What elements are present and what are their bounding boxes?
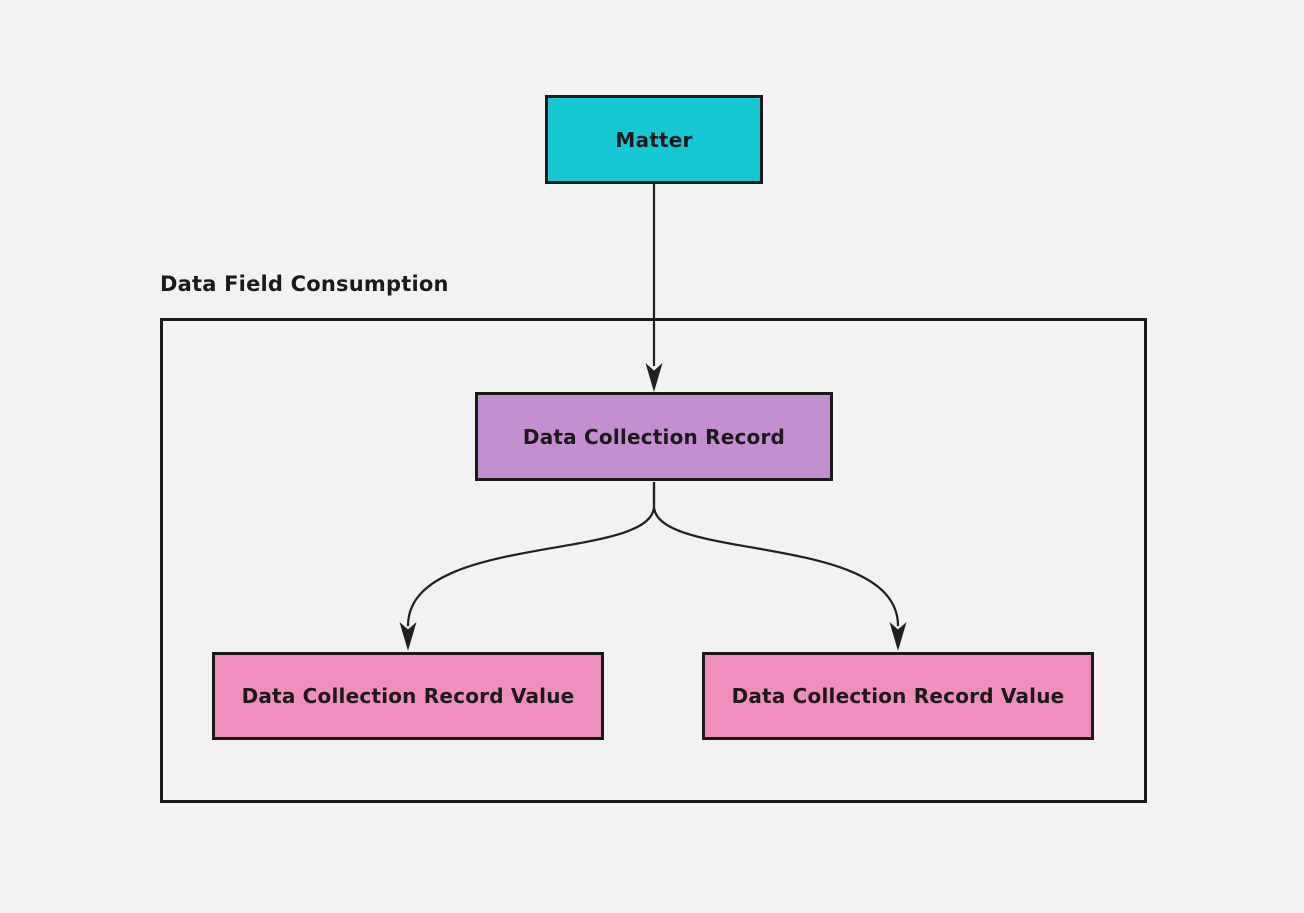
node-matter[interactable]: Matter bbox=[545, 95, 763, 184]
node-data-collection-record-value-left[interactable]: Data Collection Record Value bbox=[212, 652, 604, 740]
node-matter-label: Matter bbox=[615, 127, 693, 152]
node-data-collection-record-label: Data Collection Record bbox=[522, 424, 786, 449]
node-data-collection-record-value-left-label: Data Collection Record Value bbox=[241, 684, 575, 708]
container-label: Data Field Consumption bbox=[160, 272, 449, 296]
node-data-collection-record-value-right-label: Data Collection Record Value bbox=[731, 684, 1065, 708]
node-data-collection-record[interactable]: Data Collection Record bbox=[475, 392, 833, 481]
container-data-field-consumption bbox=[160, 318, 1147, 803]
node-data-collection-record-value-right[interactable]: Data Collection Record Value bbox=[702, 652, 1094, 740]
